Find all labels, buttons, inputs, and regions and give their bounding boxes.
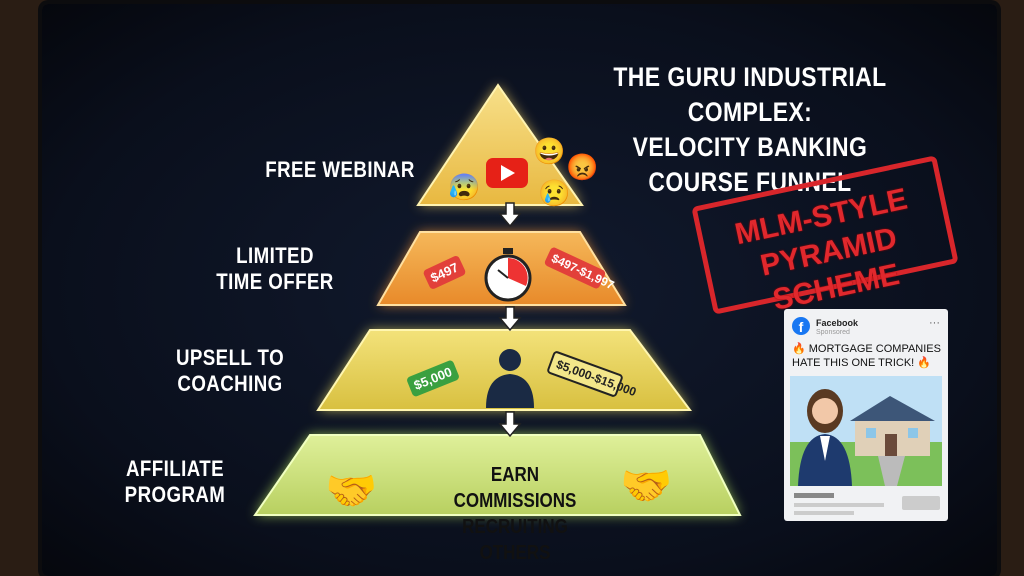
stopwatch-icon <box>484 248 532 302</box>
placeholder-bar <box>794 503 884 507</box>
level-1-webinar <box>416 83 584 206</box>
svg-text:😢: 😢 <box>538 178 570 208</box>
svg-text:😀: 😀 <box>533 136 565 166</box>
title-line: VELOCITY BANKING <box>632 132 868 162</box>
title-line: COURSE FUNNEL <box>648 167 852 197</box>
svg-text:😰: 😰 <box>448 172 480 202</box>
ad-sponsored: Sponsored <box>816 329 850 336</box>
house-woman-illustration <box>798 389 935 486</box>
placeholder-bar <box>794 493 834 498</box>
ad-headline: 🔥 MORTGAGE COMPANIES HATE THIS ONE TRICK… <box>792 343 941 369</box>
businessman-icon <box>486 349 534 408</box>
placeholder-bar <box>794 511 854 515</box>
label-limited-time-offer: LIMITED TIME OFFER <box>216 243 334 294</box>
level-4-affiliate <box>253 434 742 516</box>
svg-text:😡: 😡 <box>566 152 598 182</box>
more-options-icon[interactable]: ··· <box>929 317 940 329</box>
title-line: THE GURU INDUSTRIAL COMPLEX: <box>613 62 887 127</box>
youtube-icon <box>486 158 528 188</box>
handshake-icon: 🤝🤝 <box>325 462 672 514</box>
svg-text:🤝: 🤝 <box>620 462 672 509</box>
facebook-ad-card: f Facebook Sponsored ··· 🔥 MORTGAGE COMP… <box>784 309 948 521</box>
ad-brand: Facebook <box>816 318 859 328</box>
svg-text:🤝: 🤝 <box>325 467 377 514</box>
page-title: THE GURU INDUSTRIAL COMPLEX: VELOCITY BA… <box>572 60 929 200</box>
emoji-icons: 😀😡 😰 😢 <box>448 136 598 208</box>
label-upsell-coaching: UPSELL TO COACHING <box>175 345 285 396</box>
ad-image <box>790 376 942 486</box>
affiliate-description: EARN COMMISSIONS RECRUITING OTHERS <box>453 464 577 564</box>
label-affiliate-program: AFFILIATE PROGRAM <box>124 456 226 507</box>
cta-button[interactable] <box>902 496 940 510</box>
label-free-webinar: FREE WEBINAR <box>265 157 415 182</box>
facebook-logo-icon: f <box>792 317 810 335</box>
arrow-down-icon <box>498 202 522 438</box>
